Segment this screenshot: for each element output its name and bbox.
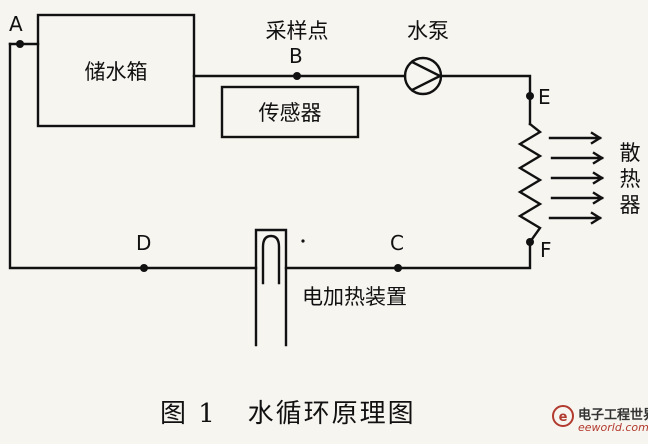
watermark-line2: eeworld.com.cn: [578, 421, 648, 434]
node-f: [526, 238, 534, 246]
pump-arrow-icon: [410, 60, 443, 92]
radiator-coil: [517, 122, 543, 244]
pump-label: 水泵: [407, 19, 449, 43]
node-e-label: E: [538, 85, 551, 109]
radiator-label-2: 热: [620, 167, 641, 191]
speck: [301, 239, 305, 243]
sensor-label: 传感器: [259, 101, 322, 125]
electric-heater: [254, 228, 288, 347]
node-b-label: B: [289, 44, 303, 68]
storage-tank-label: 储水箱: [85, 60, 148, 84]
node-d: [140, 264, 148, 272]
wire-pump-to-e: [439, 74, 532, 126]
sampling-point-label: 采样点: [266, 19, 329, 43]
radiator-label-1: 散: [620, 141, 641, 165]
node-c-label: C: [390, 231, 404, 255]
watermark-logo: e 电子工程世界 eeworld.com.cn: [552, 402, 648, 436]
watermark-line1: 电子工程世界: [578, 408, 648, 423]
node-c: [394, 264, 402, 272]
node-e: [526, 92, 534, 100]
heater-label: 电加热装置: [302, 285, 407, 309]
sensor-box: [220, 85, 360, 139]
node-a-label: A: [9, 12, 23, 36]
node-b: [293, 72, 301, 80]
heat-flow-arrows: [548, 131, 605, 225]
node-f-label: F: [540, 238, 552, 262]
node-d-label: D: [136, 231, 151, 255]
wire-left-side: [8, 42, 258, 270]
storage-tank-box: [36, 13, 196, 128]
wire-bottom-right: [284, 240, 532, 270]
radiator-label-3: 器: [620, 193, 641, 217]
logo-icon: e: [552, 405, 574, 427]
figure-caption: 图 1 水循环原理图: [160, 399, 416, 429]
pump-circle: [403, 56, 443, 96]
node-a: [16, 40, 24, 48]
